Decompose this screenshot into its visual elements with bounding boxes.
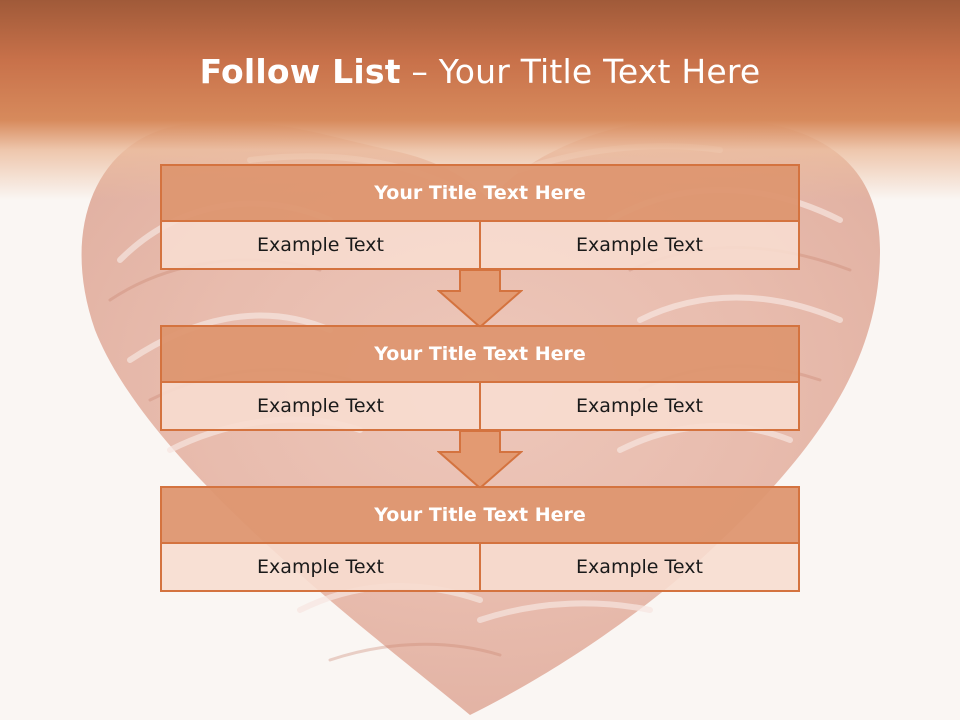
list-block-3: Your Title Text Here Example Text Exampl… xyxy=(160,486,800,592)
down-arrow-icon xyxy=(437,430,523,490)
slide-title: Follow List – Your Title Text Here xyxy=(0,52,960,91)
slide-title-bold: Follow List xyxy=(199,52,401,91)
block-title: Your Title Text Here xyxy=(162,166,798,222)
block-row: Example Text Example Text xyxy=(162,383,798,429)
block-title: Your Title Text Here xyxy=(162,327,798,383)
block-row: Example Text Example Text xyxy=(162,544,798,590)
block-title: Your Title Text Here xyxy=(162,488,798,544)
block-cell-left: Example Text xyxy=(162,383,479,429)
down-arrow-icon xyxy=(437,269,523,329)
block-cell-left: Example Text xyxy=(162,544,479,590)
block-row: Example Text Example Text xyxy=(162,222,798,268)
list-block-2: Your Title Text Here Example Text Exampl… xyxy=(160,325,800,431)
slide-title-rest: – Your Title Text Here xyxy=(400,52,761,91)
block-cell-left: Example Text xyxy=(162,222,479,268)
block-cell-right: Example Text xyxy=(479,544,798,590)
list-block-1: Your Title Text Here Example Text Exampl… xyxy=(160,164,800,270)
block-cell-right: Example Text xyxy=(479,383,798,429)
block-cell-right: Example Text xyxy=(479,222,798,268)
